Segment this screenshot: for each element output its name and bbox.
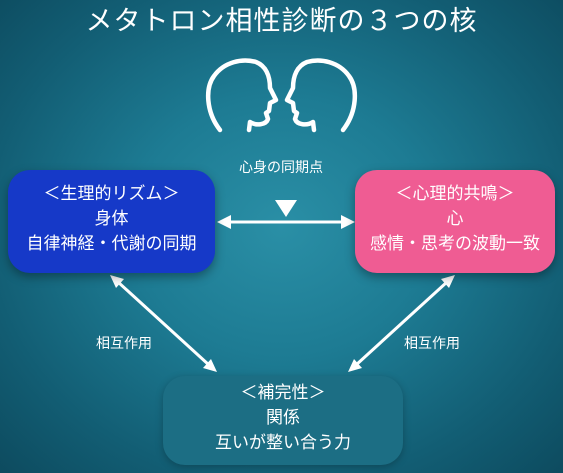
box-subject: 身体 (94, 209, 129, 229)
down-triangle-icon (275, 200, 297, 217)
left-diagonal-double-arrow (110, 275, 217, 372)
head-profile-left-icon (206, 58, 279, 133)
box-heading: ＜補完性＞ (240, 383, 326, 403)
box-detail: 自律神経・代謝の同期 (26, 234, 197, 254)
page-title: メタトロン相性診断の３つの核 (85, 6, 478, 37)
box-heading: ＜心理的共鳴＞ (395, 184, 515, 204)
complementarity-box: ＜補完性＞ 関係 互いが整い合う力 (163, 376, 403, 465)
left-link-label: 相互作用 (96, 336, 152, 352)
horizontal-double-arrow (217, 215, 355, 229)
box-subject: 心 (446, 209, 464, 229)
box-detail: 感情・思考の波動一致 (370, 234, 540, 254)
box-heading: ＜生理的リズム＞ (43, 184, 180, 204)
box-subject: 関係 (266, 408, 300, 428)
head-profile-right-icon (284, 58, 357, 133)
psychological-resonance-box: ＜心理的共鳴＞ 心 感情・思考の波動一致 (355, 170, 555, 273)
right-diagonal-double-arrow (348, 275, 455, 372)
physiological-rhythm-box: ＜生理的リズム＞ 身体 自律神経・代謝の同期 (8, 170, 215, 273)
right-link-label: 相互作用 (404, 336, 460, 352)
sync-point-label: 心身の同期点 (239, 160, 323, 176)
box-detail: 互いが整い合う力 (215, 433, 351, 453)
